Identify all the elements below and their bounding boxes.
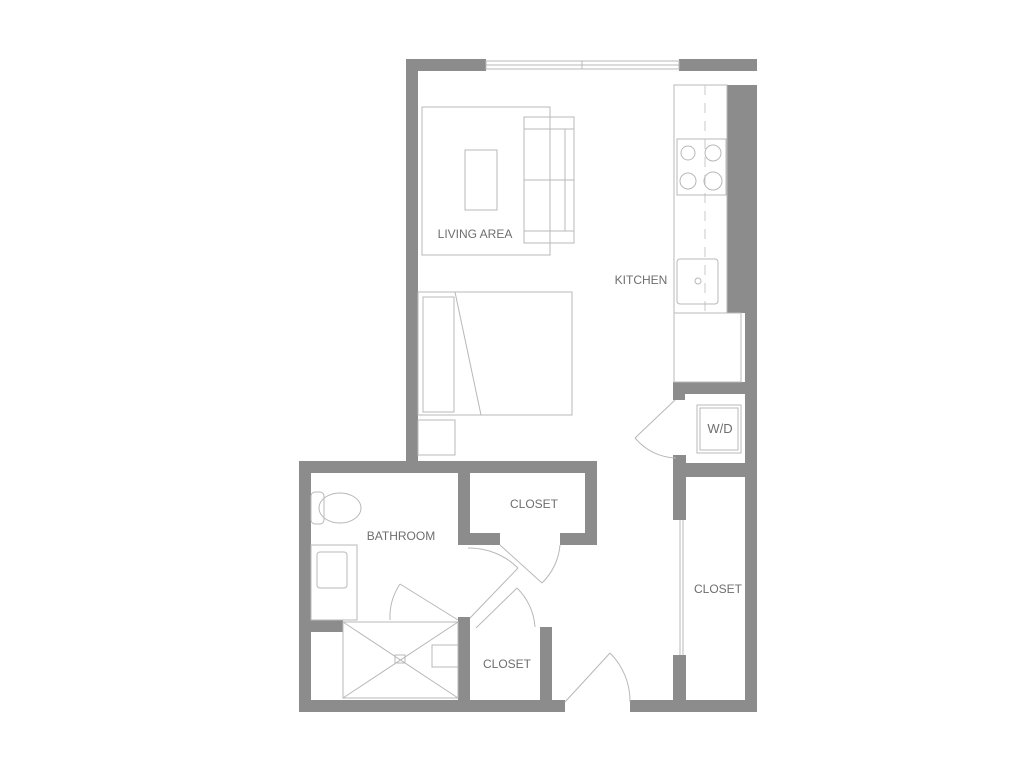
wall-closet1-bottom-left — [470, 533, 500, 545]
vanity — [310, 544, 358, 621]
coffee-table — [464, 149, 498, 211]
nightstand — [417, 419, 456, 456]
kitchen-counter — [673, 84, 742, 383]
wall-closet1-right — [585, 473, 597, 545]
wall-right-lower — [745, 463, 757, 712]
wall-right-upper — [745, 85, 757, 465]
label-living-area: LIVING AREA — [438, 227, 513, 241]
label-closet-bath: CLOSET — [510, 497, 559, 511]
wall-wd-left — [673, 382, 685, 400]
label-closet-entry: CLOSET — [483, 657, 532, 671]
walls — [299, 59, 757, 712]
wall-wd-top — [673, 382, 747, 394]
wall-closet1-bottom-right — [560, 533, 597, 545]
wall-shower-stub — [311, 620, 343, 632]
wall-bath-left — [299, 461, 311, 712]
washer-dryer — [696, 404, 742, 454]
window-top — [485, 60, 680, 70]
wall-bath-top — [299, 461, 597, 473]
label-wd: W/D — [707, 421, 732, 436]
wall-closet2-left — [458, 617, 470, 712]
wall-kitchen-back — [727, 85, 747, 313]
wall-closet1-left — [458, 473, 470, 545]
door-wd — [634, 399, 677, 459]
bathroom-fixtures — [310, 491, 459, 699]
wall-closet-left-top — [673, 455, 686, 520]
wall-top-left — [406, 59, 486, 71]
wall-bottom-right — [630, 700, 757, 712]
label-kitchen: KITCHEN — [615, 273, 668, 287]
label-closet-right: CLOSET — [694, 582, 743, 596]
label-bathroom: BATHROOM — [367, 529, 435, 543]
wall-wd-bottom — [673, 463, 757, 477]
wall-closet2-right — [540, 627, 552, 712]
wall-bottom-left — [299, 700, 565, 712]
living-furniture — [421, 106, 575, 256]
doors — [467, 520, 684, 703]
room-labels: LIVING AREA KITCHEN W/D BATHROOM CLOSET … — [367, 227, 743, 671]
bed — [417, 291, 573, 456]
sink — [676, 258, 719, 305]
fridge — [673, 312, 742, 383]
rug — [421, 106, 551, 256]
cooktop — [676, 138, 727, 196]
wall-closet-left-bottom — [673, 655, 686, 712]
wall-upper-left — [406, 59, 418, 467]
toilet — [318, 492, 362, 524]
wall-top-right — [679, 59, 757, 71]
